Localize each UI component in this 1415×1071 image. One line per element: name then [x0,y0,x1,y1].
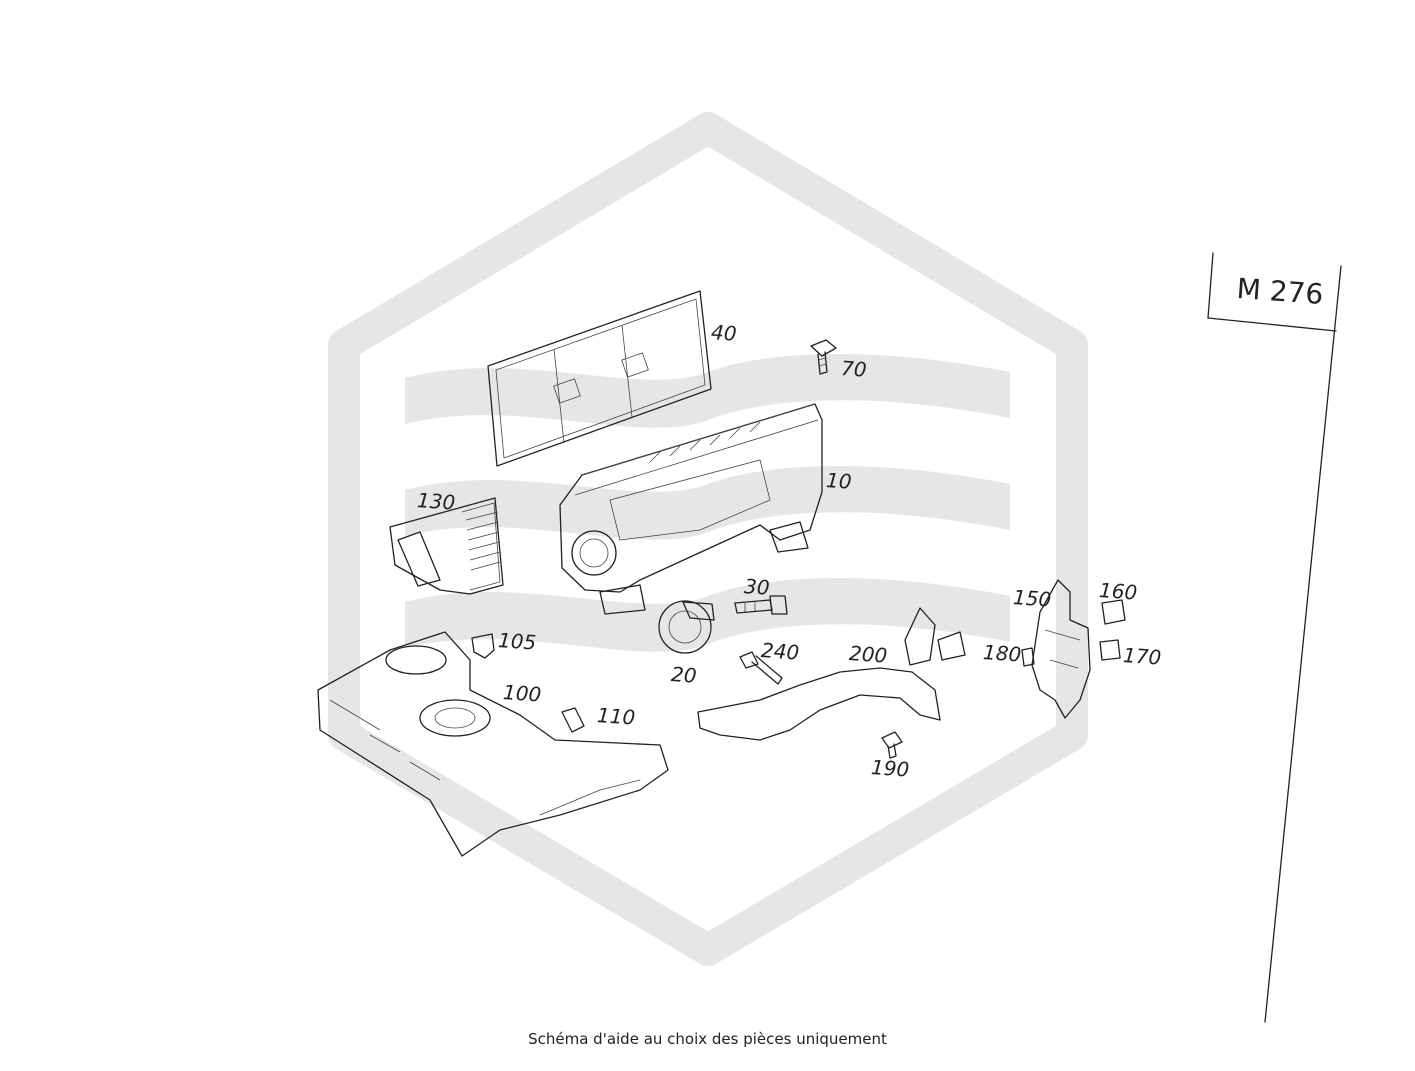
diagram-caption: Schéma d'aide au choix des pièces unique… [528,1030,887,1048]
callout-100[interactable]: 100 [502,680,543,707]
intake-duct-130[interactable] [389,497,504,595]
callout-30[interactable]: 30 [743,574,771,600]
connector-block-170[interactable] [1099,639,1121,661]
callout-160[interactable]: 160 [1098,578,1139,605]
bolt-240[interactable] [739,651,783,685]
callout-40[interactable]: 40 [710,320,738,346]
engine-cover-100[interactable] [317,631,669,857]
bolt-190[interactable] [881,731,903,759]
callout-110[interactable]: 110 [596,703,637,730]
clip-110[interactable] [561,707,585,733]
clip-105[interactable] [471,633,495,659]
callout-240[interactable]: 240 [760,638,801,665]
callout-190[interactable]: 190 [870,755,911,782]
callout-200[interactable]: 200 [848,641,889,668]
bolt-70[interactable] [810,339,837,375]
bracket-150[interactable] [1031,579,1091,719]
air-filter-element-40[interactable] [487,290,712,467]
callout-105[interactable]: 105 [497,628,538,655]
frame-lines [1207,252,1342,1023]
engine-code-label: M 276 [1235,272,1325,311]
callout-130[interactable]: 130 [416,488,457,515]
callout-20[interactable]: 20 [670,662,698,688]
air-mass-meter-20[interactable] [658,600,715,654]
callout-180[interactable]: 180 [982,640,1023,667]
air-filter-housing-10[interactable] [559,403,823,615]
callout-150[interactable]: 150 [1012,585,1053,612]
watermark-logo [328,112,1088,966]
sensor-30[interactable] [734,595,788,615]
wiring-bracket-200[interactable] [697,607,966,741]
callout-170[interactable]: 170 [1122,643,1163,670]
callout-70[interactable]: 70 [840,356,868,382]
module-160[interactable] [1101,599,1126,625]
callout-10[interactable]: 10 [825,468,853,494]
connector-180[interactable] [1021,647,1035,667]
